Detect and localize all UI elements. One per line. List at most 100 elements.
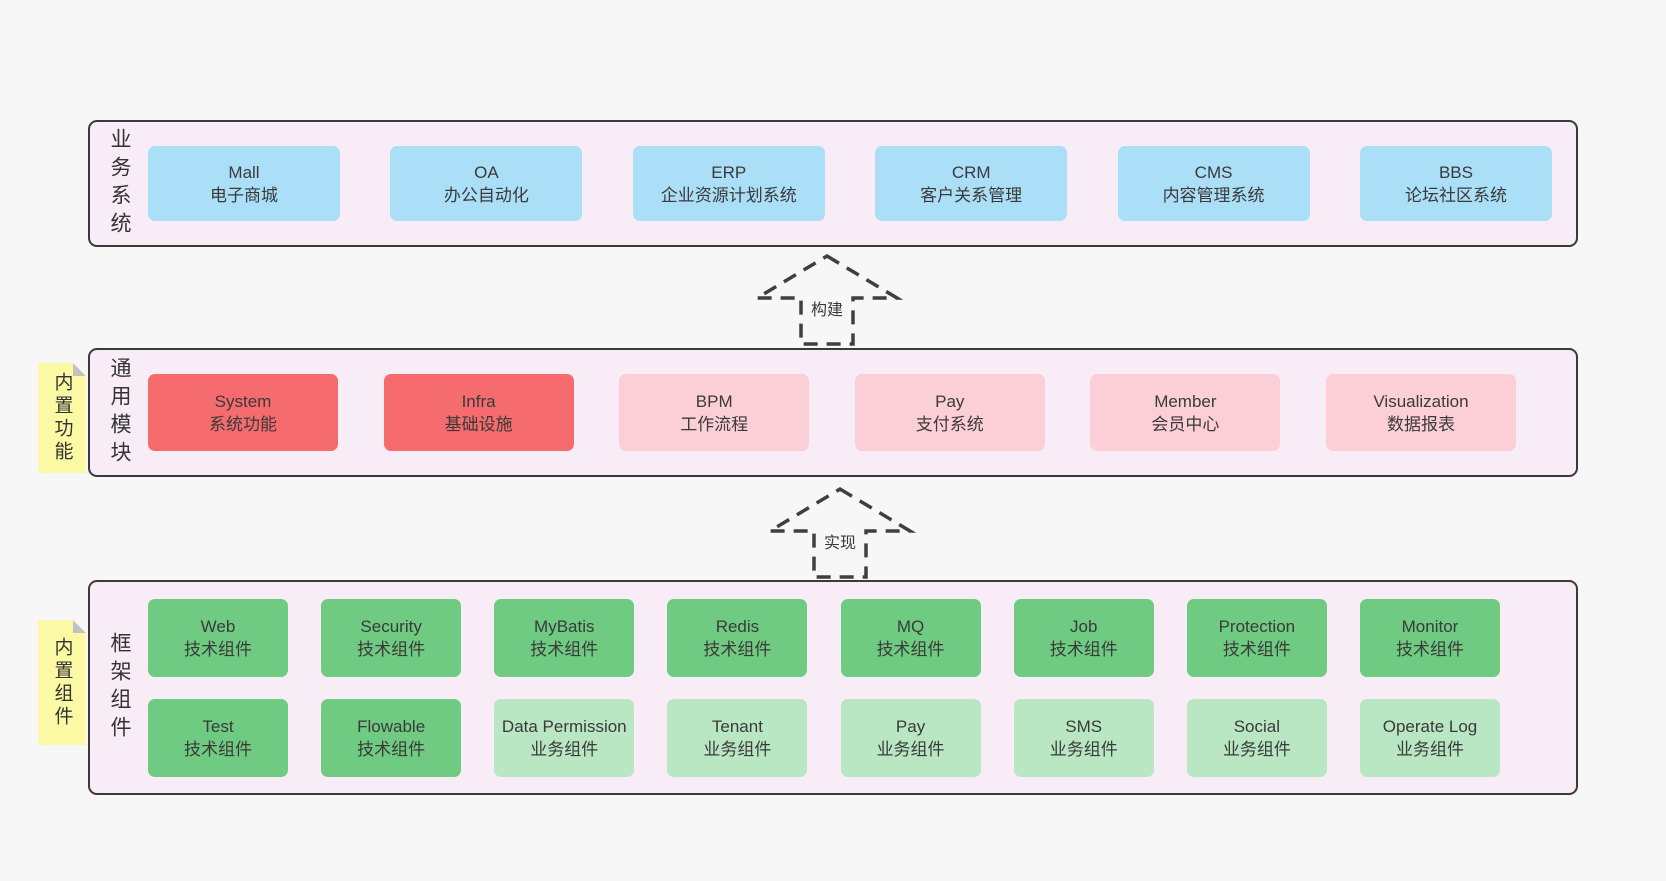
box-title: Social [1233,716,1280,736]
box-title: Data Permission [501,716,627,736]
implement-arrow: 实现 [760,485,920,580]
box-subtitle: 企业资源计划系统 [660,185,797,205]
box-title: Visualization [1373,391,1469,411]
box-title: CMS [1194,162,1233,182]
box-title: Protection [1218,616,1296,636]
box-protection: Protection 技术组件 [1186,598,1327,677]
box-test: Test 技术组件 [148,698,288,777]
box-bbs: BBS 论坛社区系统 [1359,146,1552,221]
box-security: Security 技术组件 [321,598,462,677]
box-operate-log: Operate Log 业务组件 [1359,698,1500,777]
box-mq: MQ 技术组件 [840,598,981,677]
box-title: Redis [715,616,760,636]
build-arrow: 构建 [747,252,907,347]
layer-label-components: 框架组件 [90,582,148,793]
modules-boxes-row: System 系统功能 Infra 基础设施 BPM 工作流程 Pay 支付系统… [148,350,1576,475]
box-subtitle: 内容管理系统 [1162,185,1265,205]
components-boxes-grid: Web 技术组件 Security 技术组件 MyBatis 技术组件 Redi… [148,582,1576,793]
box-title: Infra [461,391,496,411]
box-web: Web 技术组件 [148,598,288,677]
box-title: ERP [711,162,747,182]
box-redis: Redis 技术组件 [667,598,808,677]
box-title: Test [202,716,234,736]
box-oa: OA 办公自动化 [390,146,583,221]
box-cms: CMS 内容管理系统 [1117,146,1310,221]
box-data-permission: Data Permission 业务组件 [494,698,635,777]
layer-label-text: 框架组件 [108,631,131,744]
box-title: Operate Log [1382,716,1478,736]
box-title: Web [200,616,236,636]
box-infra: Infra 基础设施 [383,374,574,451]
box-subtitle: 技术组件 [184,639,252,659]
box-title: BPM [695,391,733,411]
sticky-text: 内置功能 [51,372,73,464]
box-subtitle: 技术组件 [184,739,252,759]
box-social: Social 业务组件 [1186,698,1327,777]
layer-label-text: 业务系统 [108,127,131,240]
box-subtitle: 办公自动化 [443,185,529,205]
box-bpm: BPM 工作流程 [619,374,810,451]
box-visualization: Visualization 数据报表 [1325,374,1516,451]
box-subtitle: 技术组件 [357,639,426,659]
box-pay-component: Pay 业务组件 [840,698,981,777]
layer-business-systems: 业务系统 Mall 电子商城 OA 办公自动化 ERP 企业资源计划系统 CRM… [88,120,1578,247]
box-flowable: Flowable 技术组件 [321,698,462,777]
box-title: Job [1069,616,1098,636]
box-subtitle: 技术组件 [1049,639,1118,659]
box-title: SMS [1065,716,1103,736]
box-mybatis: MyBatis 技术组件 [494,598,635,677]
box-subtitle: 电子商城 [210,185,278,205]
box-subtitle: 基础设施 [444,414,513,434]
box-title: Pay [935,391,965,411]
folded-corner-icon [73,620,86,633]
components-row-2: Test 技术组件 Flowable 技术组件 Data Permission … [148,698,1500,777]
box-subtitle: 支付系统 [915,414,984,434]
box-title: Member [1154,391,1217,411]
layer-common-modules: 通用模块 System 系统功能 Infra 基础设施 BPM 工作流程 Pay… [88,348,1578,477]
box-pay-module: Pay 支付系统 [854,374,1045,451]
layer-label-business: 业务系统 [90,122,148,245]
box-subtitle: 论坛社区系统 [1404,185,1507,205]
box-subtitle: 技术组件 [876,639,945,659]
box-subtitle: 工作流程 [680,414,749,434]
arrow-label: 实现 [821,529,859,553]
box-job: Job 技术组件 [1013,598,1154,677]
sticky-text: 内置组件 [51,636,73,729]
box-title: System [214,391,272,411]
box-title: MyBatis [534,616,595,636]
box-mall: Mall 电子商城 [148,146,340,221]
box-title: OA [474,162,499,182]
box-subtitle: 业务组件 [530,739,599,759]
box-monitor: Monitor 技术组件 [1359,598,1500,677]
box-subtitle: 业务组件 [1222,739,1291,759]
box-tenant: Tenant 业务组件 [667,698,808,777]
box-subtitle: 技术组件 [1222,639,1291,659]
folded-corner-icon [73,363,86,376]
box-erp: ERP 企业资源计划系统 [632,146,825,221]
sticky-note-builtin-features: 内置功能 [38,363,86,473]
layer-framework-components: 框架组件 Web 技术组件 Security 技术组件 MyBatis 技术组件… [88,580,1578,795]
box-subtitle: 业务组件 [876,739,945,759]
box-subtitle: 会员中心 [1151,414,1220,434]
box-title: Mall [228,162,260,182]
sticky-note-builtin-components: 内置组件 [38,620,86,745]
box-title: Flowable [357,716,426,736]
box-title: Security [360,616,422,636]
layer-label-modules: 通用模块 [90,350,148,475]
business-boxes-row: Mall 电子商城 OA 办公自动化 ERP 企业资源计划系统 CRM 客户关系… [148,122,1576,245]
box-subtitle: 技术组件 [530,639,599,659]
arrow-label: 构建 [808,296,846,320]
box-title: Monitor [1401,616,1459,636]
box-title: MQ [896,616,925,636]
box-subtitle: 业务组件 [1049,739,1118,759]
box-subtitle: 客户关系管理 [920,185,1023,205]
box-title: Pay [895,716,926,736]
box-crm: CRM 客户关系管理 [875,146,1068,221]
layer-label-text: 通用模块 [108,356,131,469]
box-title: Tenant [711,716,763,736]
components-row-1: Web 技术组件 Security 技术组件 MyBatis 技术组件 Redi… [148,598,1500,677]
box-subtitle: 业务组件 [1395,739,1464,759]
box-system: System 系统功能 [148,374,338,451]
box-subtitle: 技术组件 [1395,639,1464,659]
